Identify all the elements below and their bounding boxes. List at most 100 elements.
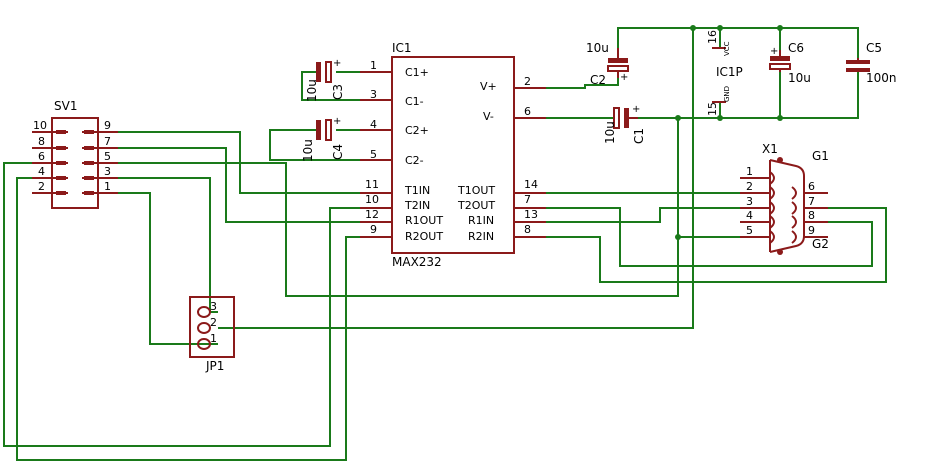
ic1-pin-label: C2- — [405, 154, 424, 167]
x1-pin-num: 2 — [746, 180, 753, 193]
junction — [777, 25, 783, 31]
sv1-pin-num: 10 — [33, 119, 47, 132]
c5-value: 100n — [866, 71, 897, 85]
sv1-pin-num: 9 — [104, 119, 111, 132]
net-sv1-6 — [3, 162, 360, 447]
sv1-pin-num: 8 — [38, 135, 45, 148]
ic1-body — [391, 56, 515, 254]
junction — [717, 115, 723, 121]
jp1-jumper: JP1 3 2 1 — [189, 296, 235, 373]
net-sv1-3 — [118, 177, 218, 313]
capacitor-c4: 10u C4 + — [301, 116, 345, 162]
sv1-pin-num: 3 — [104, 165, 111, 178]
c2-name: C2 — [590, 73, 606, 87]
sv1-header: SV1 10 8 6 4 2 9 7 5 3 1 — [32, 99, 118, 209]
jp1-pin-num: 3 — [210, 300, 217, 313]
jp1-pin-num: 2 — [210, 316, 217, 329]
sv1-pin-num: 4 — [38, 165, 45, 178]
x1-pin-num: 9 — [808, 224, 815, 237]
x1-g2: G2 — [812, 237, 829, 251]
x1-g1: G1 — [812, 149, 829, 163]
ic1-pin-num: 13 — [524, 208, 538, 221]
ic1p-power: IC1P 16 15 VCC GND — [706, 30, 743, 116]
jp1-body — [189, 296, 235, 358]
ic1-pin-num: 3 — [370, 88, 377, 101]
ic1-max232: IC1 MAX232 1 C1+ 3 C1- 4 C2+ 5 — [360, 41, 546, 269]
sv1-pin-num: 5 — [104, 150, 111, 163]
x1-db9-connector: X1 G1 G2 1 2 3 — [740, 142, 829, 255]
net-r2in — [515, 207, 887, 283]
jp1-name: JP1 — [205, 359, 224, 373]
c5-name: C5 — [866, 41, 882, 55]
x1-name: X1 — [762, 142, 778, 156]
net-v-plus-rail — [617, 27, 859, 58]
ic1-pin-label: V+ — [480, 80, 497, 93]
ic1-pin-num: 10 — [365, 193, 379, 206]
ic1p-name: IC1P — [716, 65, 743, 79]
ic1-pin-num: 11 — [365, 178, 379, 191]
c1-value: 10u — [603, 121, 617, 144]
jp1-pin-num: 1 — [210, 332, 217, 345]
net-gnd-rail — [718, 72, 859, 119]
ic1-pin-label: T2OUT — [457, 199, 495, 212]
ic1-pin-num: 2 — [524, 75, 531, 88]
nets — [3, 27, 887, 461]
ic1p-gnd-label: GND — [723, 86, 731, 102]
x1-pin-num: 6 — [808, 180, 815, 193]
x1-mount — [777, 249, 783, 255]
net-c4-minus — [269, 129, 360, 161]
ic1-pin-num: 6 — [524, 105, 531, 118]
net-t2out — [515, 207, 873, 267]
ic1-pin-label: R1OUT — [405, 214, 443, 227]
junction — [777, 115, 783, 121]
c4-name: C4 — [331, 144, 345, 160]
x1-pin-lines — [740, 177, 828, 238]
ic1-pin-num: 14 — [524, 178, 538, 191]
junction — [690, 25, 696, 31]
x1-shell — [769, 159, 805, 253]
ic1-pin-num: 8 — [524, 223, 531, 236]
ic1-pin-num: 9 — [370, 223, 377, 236]
net-sv1-7 — [118, 147, 360, 223]
net-gnd-drop — [218, 28, 694, 329]
net-sv1-1 — [118, 192, 218, 345]
c2-plus: + — [620, 72, 628, 83]
c3-plus: + — [333, 58, 341, 69]
x1-pin-num: 4 — [746, 209, 753, 222]
c1-name: C1 — [632, 128, 646, 144]
ic1-pin-num: 5 — [370, 148, 377, 161]
capacitor-c1: 10u C1 + — [603, 104, 646, 144]
net-sv1-4 — [16, 177, 360, 461]
net-r1in — [515, 207, 740, 223]
sv1-name: SV1 — [54, 99, 77, 113]
ic1-pin-label: R2OUT — [405, 230, 443, 243]
x1-pin-contacts — [769, 171, 797, 244]
c6-name: C6 — [788, 41, 804, 55]
ic1-pin-label: C1+ — [405, 66, 429, 79]
junction — [717, 25, 723, 31]
sv1-pin-marks — [56, 130, 94, 195]
sv1-pin-num: 2 — [38, 180, 45, 193]
ic1-pin-num: 12 — [365, 208, 379, 221]
x1-pin-num: 5 — [746, 224, 753, 237]
sv1-pin-num: 1 — [104, 180, 111, 193]
net-c3-minus — [301, 71, 360, 101]
capacitor-c6: C6 10u + — [769, 41, 811, 85]
sv1-pin-num: 6 — [38, 150, 45, 163]
capacitor-c2: 10u C2 + — [586, 41, 629, 87]
ic1-pin-label: T1IN — [404, 184, 430, 197]
junctions — [675, 25, 783, 240]
ic1p-vcc-pin: 16 — [706, 30, 719, 44]
x1-pin-num: 3 — [746, 195, 753, 208]
c3-value: 10u — [305, 79, 319, 102]
c1-plus: + — [632, 104, 640, 115]
ic1-value: MAX232 — [392, 255, 442, 269]
capacitor-c5: C5 100n — [846, 41, 897, 85]
ic1-left-pin-lines — [360, 71, 392, 238]
ic1-name: IC1 — [392, 41, 412, 55]
ic1-pin-label: R2IN — [468, 230, 494, 243]
sv1-pin-num: 7 — [104, 135, 111, 148]
net-v-plus — [515, 78, 619, 89]
jp1-pins — [197, 306, 211, 350]
